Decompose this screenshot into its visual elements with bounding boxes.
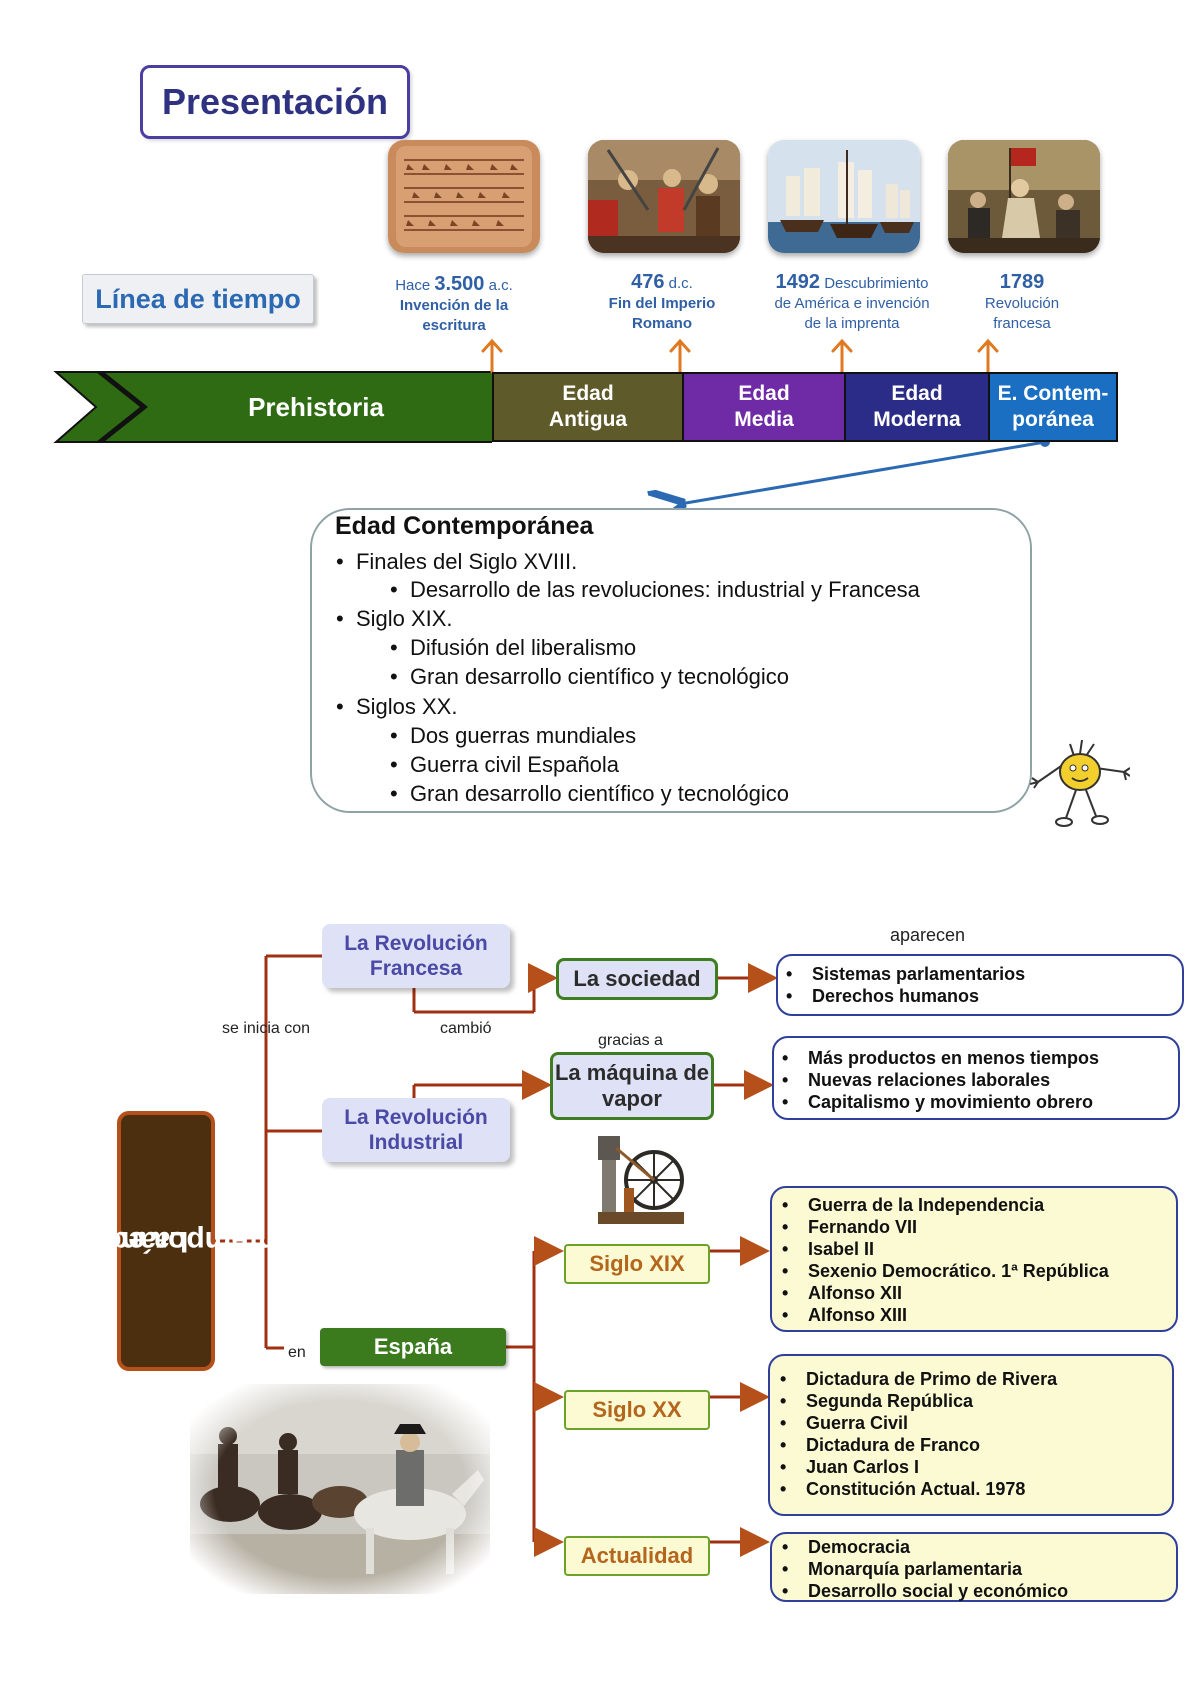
node-sociedad: La sociedad — [556, 958, 718, 1000]
list-item: Más productos en menos tiempos — [782, 1047, 1178, 1069]
list-item: Segunda República — [780, 1390, 1172, 1412]
list-item: • Siglos XX. — [336, 694, 458, 719]
event-1492: 1492 Descubrimiento de América e invenci… — [774, 271, 930, 332]
list-siglo-xx: Dictadura de Primo de Rivera Segunda Rep… — [768, 1354, 1174, 1516]
timeline-label: Línea de tiempo — [82, 274, 314, 324]
list-maquina: Más productos en menos tiempos Nuevas re… — [772, 1036, 1180, 1120]
list-actualidad: Democracia Monarquía parlamentaria Desar… — [770, 1532, 1178, 1602]
concept-map-connectors — [215, 954, 778, 1557]
timeline-graphics — [53, 338, 1050, 540]
list-item: Alfonso XII — [782, 1282, 1176, 1304]
list-sociedad: Sistemas parlamentarios Derechos humanos — [776, 954, 1184, 1016]
contemporanea-box — [310, 508, 1032, 813]
list-item: Capitalismo y movimiento obrero — [782, 1091, 1178, 1113]
list-item: Dictadura de Franco — [780, 1434, 1172, 1456]
list-item: Derechos humanos — [786, 985, 1182, 1007]
page-title: Presentación — [140, 65, 410, 139]
list-item: Sistemas parlamentarios — [786, 963, 1182, 985]
list-item: Sexenio Democrático. 1ª República — [782, 1260, 1176, 1282]
list-item: Juan Carlos I — [780, 1456, 1172, 1478]
cartoon-character-icon — [1030, 739, 1130, 827]
list-item: Guerra Civil — [780, 1412, 1172, 1434]
list-item: Desarrollo social y económico — [782, 1580, 1176, 1602]
contemporanea-connector — [680, 440, 1046, 504]
list-item: Constitución Actual. 1978 — [780, 1478, 1172, 1500]
list-item: • Difusión del liberalismo — [390, 635, 637, 660]
event-1789: 1789 Revolución francesa — [984, 271, 1060, 332]
period-prehistoria: Prehistoria — [248, 392, 384, 422]
caravels-image — [768, 140, 920, 253]
steam-engine-image — [598, 1136, 684, 1224]
event-476: 476 d.c. Fin del Imperio Romano — [608, 271, 716, 332]
node-siglo-xx: Siglo XX — [564, 1390, 710, 1430]
node-espana: España — [320, 1328, 506, 1366]
list-item: • Desarrollo de las revoluciones: indust… — [390, 577, 920, 602]
list-item: Guerra de la Independencia — [782, 1194, 1176, 1216]
list-item: • Gran desarrollo científico y tecnológi… — [390, 664, 790, 689]
list-item: Isabel II — [782, 1238, 1176, 1260]
cuneiform-tablet-image — [388, 140, 540, 253]
node-revolucion-francesa: La Revolución Francesa — [322, 924, 510, 988]
list-item: • Finales del Siglo XVIII. — [336, 549, 578, 574]
list-item: • Dos guerras mundiales — [390, 723, 637, 748]
list-item: Alfonso XIII — [782, 1304, 1176, 1326]
list-item: Dictadura de Primo de Rivera — [780, 1368, 1172, 1390]
label-gracias-a: gracias a — [598, 1032, 663, 1049]
napoleon-painting-image — [190, 1384, 490, 1594]
prehistory-fill — [100, 372, 492, 442]
label-en: en — [288, 1344, 306, 1361]
list-item: Nuevas relaciones laborales — [782, 1069, 1178, 1091]
node-siglo-xix: Siglo XIX — [564, 1244, 710, 1284]
label-se-inicia-con: se inicia con — [222, 1020, 311, 1037]
node-maquina-vapor: La máquina de vapor — [550, 1052, 714, 1120]
list-item: Democracia — [782, 1536, 1176, 1558]
list-item: • Guerra civil Española — [390, 752, 620, 777]
period-contemporanea: E. Contem-poránea — [988, 372, 1118, 442]
node-actualidad: Actualidad — [564, 1536, 710, 1576]
list-siglo-xix: Guerra de la Independencia Fernando VII … — [770, 1186, 1178, 1332]
root-node-box — [117, 1111, 215, 1371]
roman-battle-image — [588, 140, 740, 253]
contemporanea-title: Edad Contemporánea — [335, 512, 594, 540]
event-arrows — [481, 338, 999, 374]
label-aparecen: aparecen — [890, 925, 966, 945]
event-3500: Hace 3.500 a.c. Invención de la escritur… — [395, 273, 513, 334]
liberty-leading-people-image — [948, 140, 1100, 253]
list-item: • Gran desarrollo científico y tecnológi… — [390, 781, 790, 806]
list-item: Fernando VII — [782, 1216, 1176, 1238]
list-item: • Siglo XIX. — [336, 606, 453, 631]
list-item: Monarquía parlamentaria — [782, 1558, 1176, 1580]
node-revolucion-industrial: La Revolución Industrial — [322, 1098, 510, 1162]
label-cambio: cambió — [440, 1020, 492, 1037]
